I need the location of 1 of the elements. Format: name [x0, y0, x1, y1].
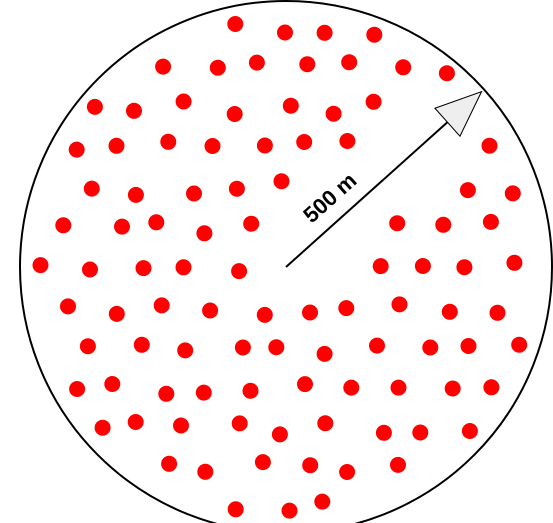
- dimension-label: 500 m: [300, 168, 361, 228]
